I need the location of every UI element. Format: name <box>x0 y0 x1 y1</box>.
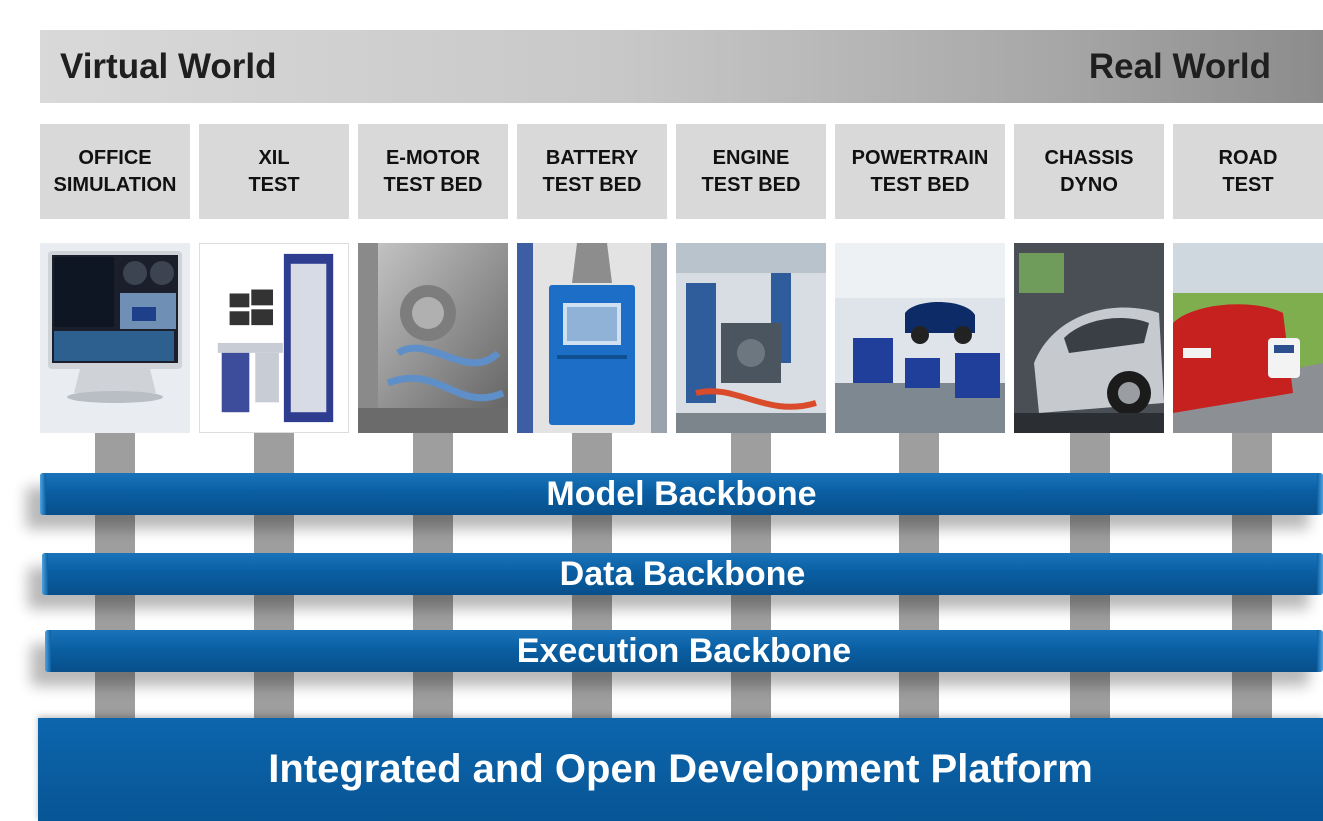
engine-test-bed-photo <box>676 243 826 433</box>
stage-label-line2: SIMULATION <box>53 173 177 196</box>
model-backbone: Model Backbone <box>40 473 1323 515</box>
stage-label-line2: TEST BED <box>542 173 642 196</box>
stage-label-line2: TEST BED <box>870 173 970 196</box>
stage-label-chassis-dyno: CHASSIS DYNO <box>1014 124 1164 219</box>
xil-test-photo <box>199 243 349 433</box>
data-backbone-label: Data Backbone <box>559 554 806 593</box>
stage-label-line1: OFFICE <box>78 146 152 169</box>
stage-label-xil-test: XIL TEST <box>199 124 349 219</box>
stage-label-battery-test-bed: BATTERY TEST BED <box>517 124 667 219</box>
virtual-real-world-bar: Virtual World Real World <box>40 30 1323 103</box>
e-motor-test-bed-photo <box>358 243 508 433</box>
stage-label-line2: DYNO <box>1060 173 1118 196</box>
stage-label-road-test: ROAD TEST <box>1173 124 1323 219</box>
data-backbone: Data Backbone <box>42 553 1323 595</box>
stage-label-e-motor-test-bed: E-MOTOR TEST BED <box>358 124 508 219</box>
execution-backbone-label: Execution Backbone <box>516 631 852 670</box>
chassis-dyno-photo <box>1014 243 1164 433</box>
stage-label-line2: TEST <box>1222 173 1274 196</box>
real-world-label: Real World <box>1088 46 1271 86</box>
stage-label-powertrain-test-bed: POWERTRAIN TEST BED <box>835 124 1005 219</box>
powertrain-test-bed-photo <box>835 243 1005 433</box>
stage-label-line1: ENGINE <box>712 146 790 169</box>
battery-test-bed-photo <box>517 243 667 433</box>
stage-label-office-simulation: OFFICE SIMULATION <box>40 124 190 219</box>
stage-label-line1: ROAD <box>1218 146 1278 169</box>
stage-label-line1: E-MOTOR <box>385 146 481 169</box>
stage-label-line1: BATTERY <box>545 146 639 169</box>
stage-label-line2: TEST BED <box>701 173 801 196</box>
road-test-photo <box>1173 243 1323 433</box>
stage-label-line1: XIL <box>258 146 290 169</box>
stage-label-line1: POWERTRAIN <box>851 146 989 169</box>
execution-backbone: Execution Backbone <box>45 630 1323 672</box>
platform-label: Integrated and Open Development Platform <box>268 747 1093 791</box>
stage-label-line2: TEST <box>248 173 300 196</box>
model-backbone-label: Model Backbone <box>546 474 817 513</box>
virtual-world-label: Virtual World <box>60 46 277 86</box>
development-platform: Integrated and Open Development Platform <box>38 718 1323 821</box>
stage-label-line2: TEST BED <box>383 173 483 196</box>
stage-label-engine-test-bed: ENGINE TEST BED <box>676 124 826 219</box>
stage-label-line1: CHASSIS <box>1044 146 1134 169</box>
office-simulation-photo <box>40 243 190 433</box>
